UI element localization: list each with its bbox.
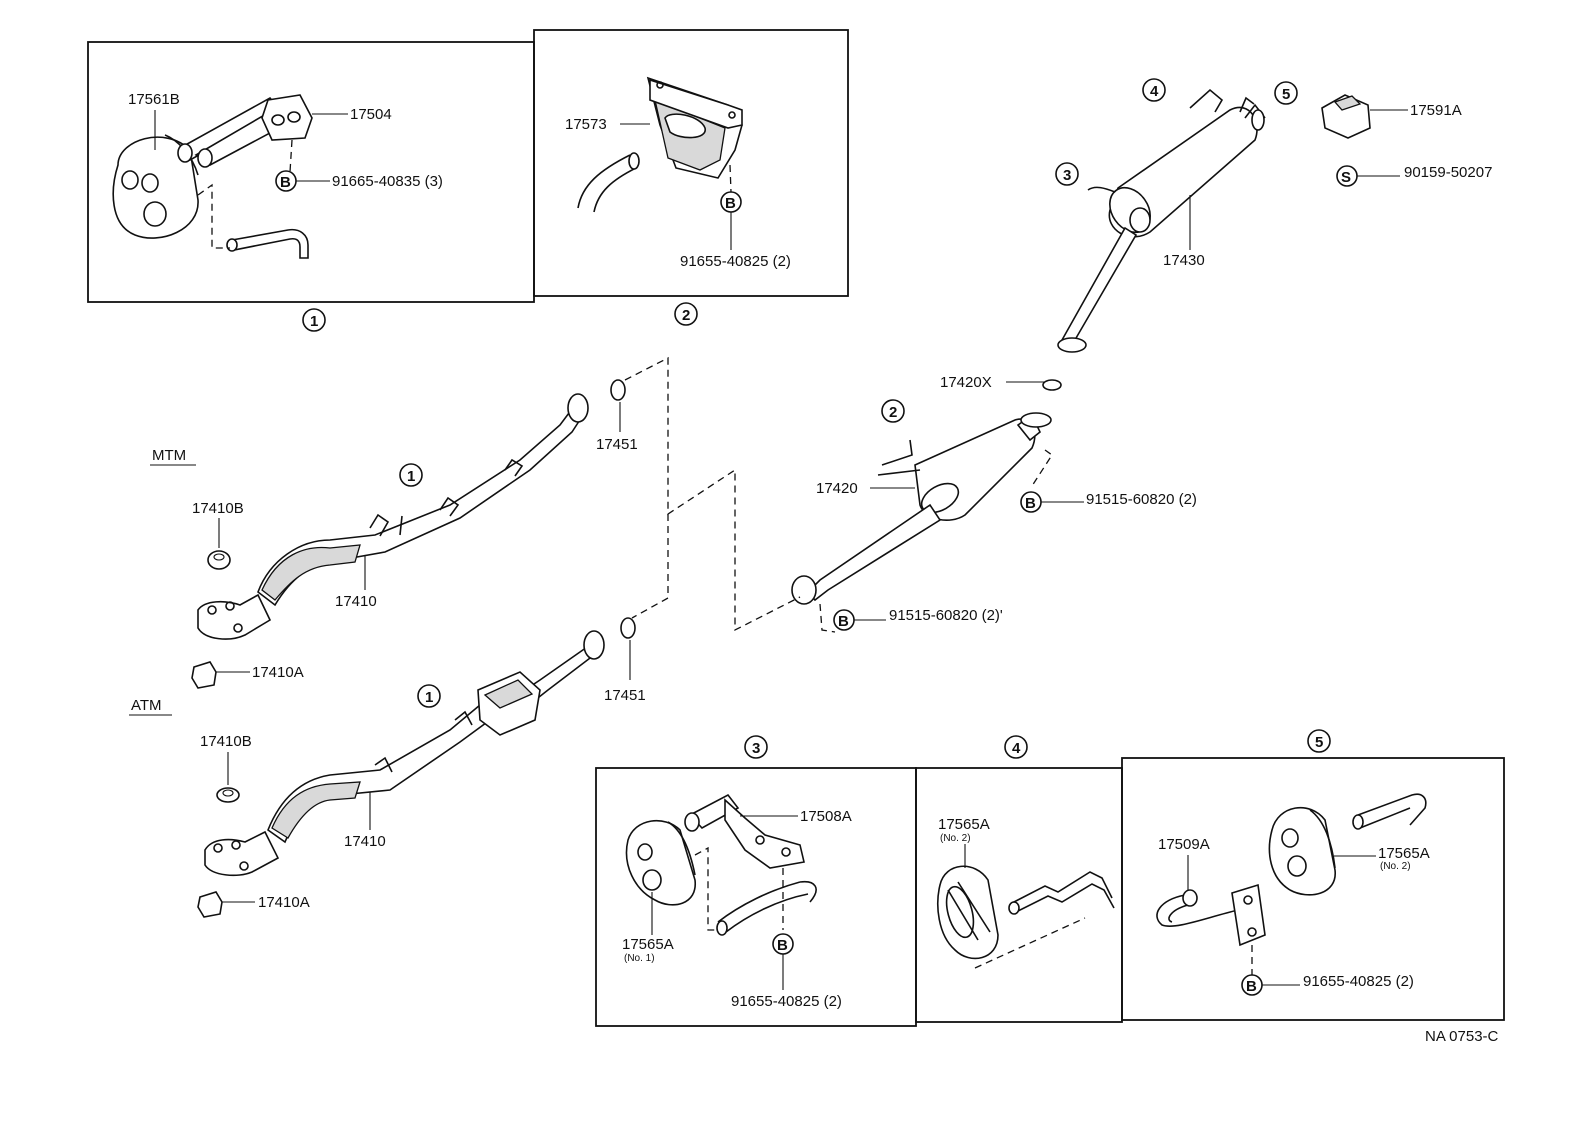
inset-4-ref: 4 bbox=[1004, 735, 1028, 759]
tail-pipe-labels: 17430 4 5 3 bbox=[1055, 78, 1298, 269]
inset-1-labels: 17561B 17504 B 91665-40835 (3) bbox=[128, 91, 443, 192]
inset-3-leader bbox=[694, 846, 715, 931]
svg-text:2: 2 bbox=[682, 307, 690, 324]
label-91655-40825-a: 91655-40825 (2) bbox=[680, 253, 791, 270]
label-17451-upper: 17451 bbox=[596, 436, 638, 453]
inset-1-bracket bbox=[177, 94, 313, 168]
label-no1: (No. 1) bbox=[624, 953, 655, 964]
center-pipe bbox=[791, 412, 1052, 605]
label-17565a-no2-b: 17565A bbox=[1378, 845, 1430, 862]
inset-5-rod bbox=[1352, 793, 1427, 830]
label-91655-40825-b: 91655-40825 (2) bbox=[731, 993, 842, 1010]
label-17565a-no2-a: 17565A bbox=[938, 816, 990, 833]
atm-front-pipe bbox=[204, 630, 605, 877]
inset-2-pipe bbox=[577, 152, 640, 213]
inset-2-bracket bbox=[646, 76, 743, 179]
mtm-front-pipe bbox=[197, 393, 589, 640]
svg-text:1: 1 bbox=[310, 313, 318, 330]
label-17565a-no1: 17565A bbox=[622, 936, 674, 953]
diagram-id: NA 0753-C bbox=[1425, 1028, 1499, 1045]
svg-text:B: B bbox=[777, 937, 788, 954]
svg-text:B: B bbox=[838, 613, 849, 630]
inset-5-ref: 5 bbox=[1307, 729, 1331, 753]
center-pipe-leader bbox=[1031, 449, 1053, 487]
inset-1-leader bbox=[197, 183, 230, 249]
inset-4-rod bbox=[1008, 871, 1115, 915]
label-17410b-mtm: 17410B bbox=[192, 500, 244, 517]
label-no2-a: (No. 2) bbox=[940, 833, 971, 844]
inset-1-ref: 1 bbox=[302, 308, 326, 332]
inset-4-hanger-ring bbox=[937, 865, 999, 960]
svg-text:B: B bbox=[725, 195, 736, 212]
inset-2-labels: 17573 B 91655-40825 (2) bbox=[565, 116, 791, 270]
svg-text:3: 3 bbox=[752, 740, 760, 757]
svg-text:4: 4 bbox=[1012, 740, 1021, 757]
inset-5-box bbox=[1121, 757, 1505, 1021]
screw-90159: S 90159-50207 bbox=[1336, 164, 1492, 187]
label-17420: 17420 bbox=[816, 480, 858, 497]
svg-text:B: B bbox=[1025, 495, 1036, 512]
inset-2-ref: 2 bbox=[674, 302, 698, 326]
screw-s-icon: S bbox=[1341, 169, 1351, 186]
label-17508a: 17508A bbox=[800, 808, 852, 825]
label-17573: 17573 bbox=[565, 116, 607, 133]
inset-3-ref: 3 bbox=[744, 735, 768, 759]
svg-text:B: B bbox=[1246, 978, 1257, 995]
inset-5-bracket bbox=[1156, 883, 1266, 947]
inset-2-box bbox=[533, 29, 849, 297]
label-atm: ATM bbox=[131, 697, 162, 714]
inset-4-leader bbox=[974, 917, 1086, 969]
label-17561b: 17561B bbox=[128, 91, 180, 108]
inset-3-box bbox=[595, 767, 917, 1027]
cushion-17591a: 17591A bbox=[1321, 94, 1462, 139]
svg-text:1: 1 bbox=[425, 689, 433, 706]
inset-3-labels: 17508A 17565A (No. 1) B 91655-40825 (2) bbox=[622, 808, 852, 1010]
inset-3-rod bbox=[716, 880, 817, 936]
label-17504: 17504 bbox=[350, 106, 392, 123]
label-17410-atm: 17410 bbox=[344, 833, 386, 850]
inset-4-labels: 17565A (No. 2) bbox=[938, 816, 990, 868]
svg-text:3: 3 bbox=[1063, 167, 1071, 184]
inset-5-labels: 17509A 17565A (No. 2) B 91655-40825 (2) bbox=[1158, 836, 1430, 996]
label-mtm: MTM bbox=[152, 447, 186, 464]
svg-text:1: 1 bbox=[407, 468, 415, 485]
center-gasket: 17420X bbox=[940, 374, 1062, 391]
label-17410-mtm: 17410 bbox=[335, 593, 377, 610]
label-91515-60820-b: 91515-60820 (2)' bbox=[889, 607, 1003, 624]
label-91665-40835: 91665-40835 (3) bbox=[332, 173, 443, 190]
inset-1-hanger-ring bbox=[112, 134, 199, 239]
bolt-b-icon: B bbox=[280, 174, 291, 191]
label-17509a: 17509A bbox=[1158, 836, 1210, 853]
svg-text:4: 4 bbox=[1150, 83, 1159, 100]
label-17410b-atm: 17410B bbox=[200, 733, 252, 750]
inset-5-hanger-ring bbox=[1268, 806, 1336, 896]
svg-text:5: 5 bbox=[1315, 734, 1323, 751]
inset-1-exhaust-rod bbox=[226, 228, 309, 259]
inset-3-bracket bbox=[684, 793, 805, 869]
center-pipe-lower-leader bbox=[819, 603, 836, 633]
label-17410a-atm: 17410A bbox=[258, 894, 310, 911]
label-91655-40825-c: 91655-40825 (2) bbox=[1303, 973, 1414, 990]
svg-text:2: 2 bbox=[889, 404, 897, 421]
front-pipe-labels: MTM ATM 1 1 17410 17410 17410B 17410B 17… bbox=[129, 379, 646, 918]
label-17410a-mtm: 17410A bbox=[252, 664, 304, 681]
label-91515-60820-a: 91515-60820 (2) bbox=[1086, 491, 1197, 508]
tail-pipe-muffler bbox=[1057, 88, 1266, 353]
gasket-guide-lines bbox=[624, 356, 801, 632]
inset-1-bolt-leader bbox=[289, 139, 293, 173]
gasket-guide-lower bbox=[631, 514, 669, 619]
inset-2-leader bbox=[729, 164, 732, 193]
inset-3-hanger-ring bbox=[625, 819, 696, 906]
label-17430: 17430 bbox=[1163, 252, 1205, 269]
label-17451-lower: 17451 bbox=[604, 687, 646, 704]
label-no2-b: (No. 2) bbox=[1380, 861, 1411, 872]
center-pipe-labels: 2 17420 B 91515-60820 (2) B 91515-60820 … bbox=[816, 399, 1197, 631]
svg-text:5: 5 bbox=[1282, 86, 1290, 103]
label-90159-50207: 90159-50207 bbox=[1404, 164, 1492, 181]
label-17591a: 17591A bbox=[1410, 102, 1462, 119]
label-17420x: 17420X bbox=[940, 374, 992, 391]
